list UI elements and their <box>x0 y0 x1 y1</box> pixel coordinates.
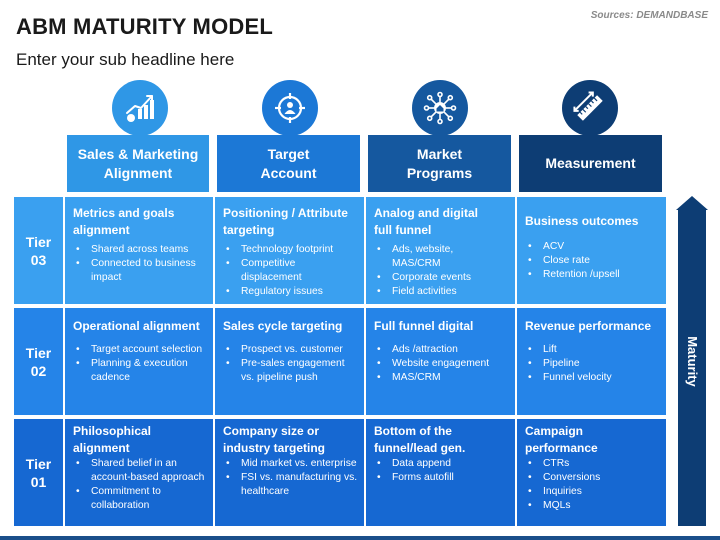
page-subtitle: Enter your sub headline here <box>16 50 235 69</box>
ruler-measure-icon <box>562 80 618 136</box>
network-house-icon <box>412 80 468 136</box>
cell-tier3-market-programs: Analog and digital full funnel Ads, webs… <box>366 197 515 304</box>
cell-tier3-measurement: Business outcomes ACVClose rateRetention… <box>517 197 666 304</box>
cell-tier1-market-programs: Bottom of the funnel/lead gen. Data appe… <box>366 419 515 526</box>
tier-label-02: Tier 02 <box>14 308 63 415</box>
column-header-sales-marketing: Sales & Marketing Alignment <box>67 135 209 192</box>
cell-tier2-target-account: Sales cycle targeting Prospect vs. custo… <box>215 308 364 415</box>
cell-tier1-measurement: Campaign performance CTRsConversionsInqu… <box>517 419 666 526</box>
target-person-icon <box>262 80 318 136</box>
column-header-target-account: Target Account <box>217 135 360 192</box>
cell-tier1-target-account: Company size or industry targeting Mid m… <box>215 419 364 526</box>
page-title: ABM MATURITY MODEL <box>16 14 273 39</box>
cell-tier2-market-programs: Full funnel digital Ads /attractionWebsi… <box>366 308 515 415</box>
cell-tier3-target-account: Positioning / Attribute targeting Techno… <box>215 197 364 304</box>
tier-label-03: Tier 03 <box>14 197 63 304</box>
source-note: Sources: DEMANDBASE <box>590 10 708 21</box>
column-header-measurement: Measurement <box>519 135 662 192</box>
cell-tier2-measurement: Revenue performance LiftPipelineFunnel v… <box>517 308 666 415</box>
column-header-market-programs: Market Programs <box>368 135 511 192</box>
cell-tier2-sales-marketing: Operational alignment Target account sel… <box>65 308 213 415</box>
tier-label-01: Tier 01 <box>14 419 63 526</box>
footer-bar <box>0 536 720 540</box>
cell-tier1-sales-marketing: Philosophical alignment Shared belief in… <box>65 419 213 526</box>
growth-chart-icon <box>112 80 168 136</box>
maturity-label: Maturity <box>684 335 700 387</box>
maturity-arrow <box>676 196 708 526</box>
cell-tier3-sales-marketing: Metrics and goals alignment Shared acros… <box>65 197 213 304</box>
